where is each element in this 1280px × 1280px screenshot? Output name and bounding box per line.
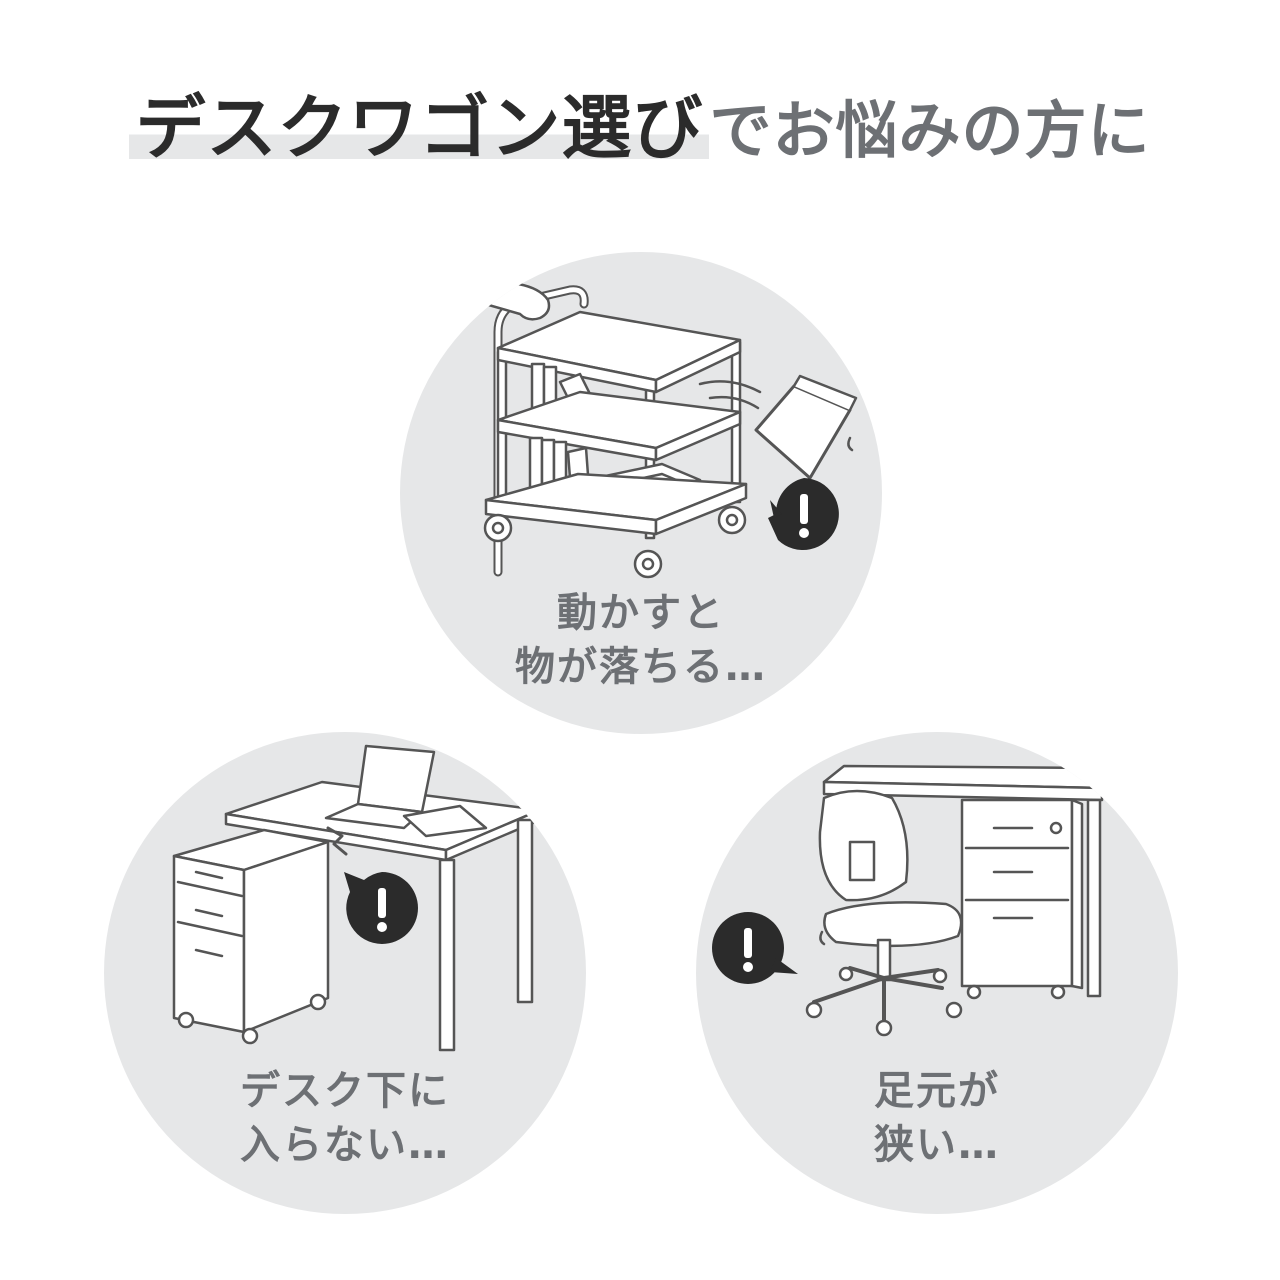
caption-cart-line2: 物が落ちる… (515, 644, 767, 690)
caption-desk: デスク下に 入らない… (104, 1064, 586, 1172)
caption-desk-line2: 入らない… (240, 1122, 450, 1168)
alert-bubble-icon (712, 912, 798, 984)
panel-chair: 足元が 狭い… (696, 732, 1178, 1214)
page-title: デスクワゴン選びでお悩みの方に (0, 78, 1280, 181)
desk-illustration (172, 744, 542, 1052)
headline-strong: デスクワゴン選び (129, 87, 710, 169)
caption-cart-line1: 動かすと (557, 590, 725, 636)
alert-bubble-icon (768, 478, 839, 550)
panel-desk: デスク下に 入らない… (104, 732, 586, 1214)
chair-illustration (805, 764, 1104, 1037)
alert-bubble-icon (344, 872, 418, 944)
headline-soft: でお悩みの方に (709, 94, 1151, 167)
caption-desk-line1: デスク下に (240, 1068, 450, 1114)
caption-cart: 動かすと 物が落ちる… (400, 586, 882, 694)
cart-illustration (448, 260, 858, 579)
caption-chair: 足元が 狭い… (696, 1064, 1178, 1172)
panel-cart: 動かすと 物が落ちる… (400, 252, 882, 734)
caption-chair-line2: 狭い… (874, 1122, 1000, 1168)
caption-chair-line1: 足元が (874, 1068, 1000, 1114)
